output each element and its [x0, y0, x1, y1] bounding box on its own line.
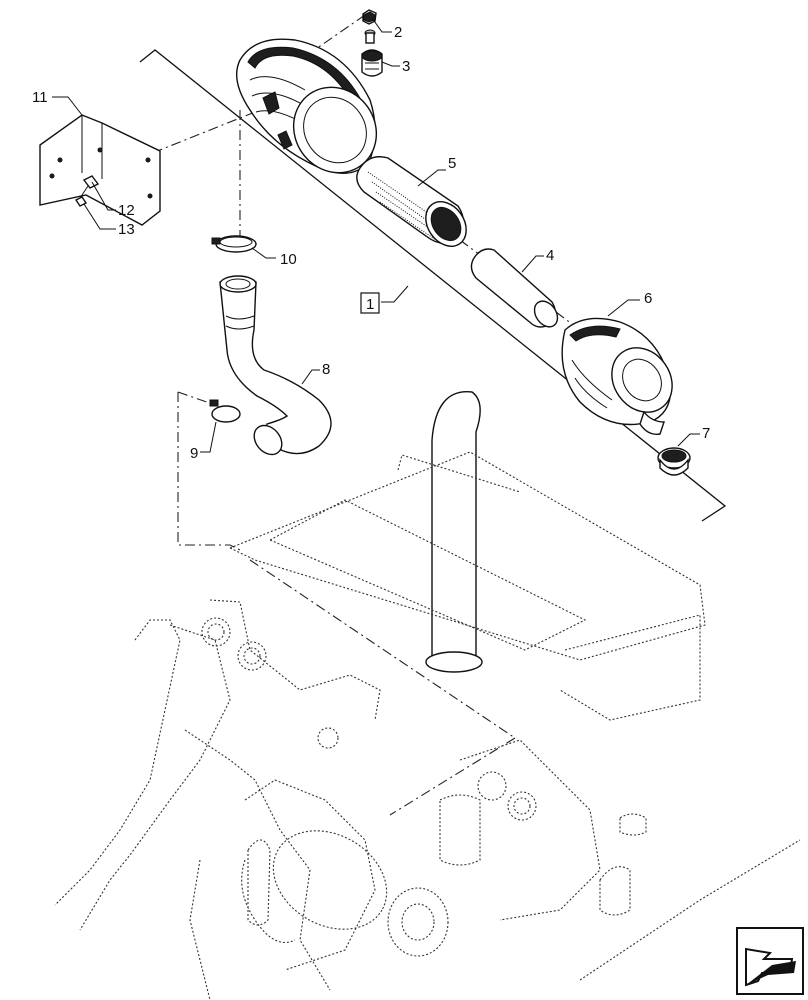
part-7-clamp	[657, 447, 691, 476]
callout-leaders	[52, 17, 700, 453]
callout-12: 12	[118, 202, 135, 219]
callout-4: 4	[546, 247, 554, 264]
callout-1-box	[360, 292, 380, 314]
part-10-clamp	[211, 235, 257, 253]
part-9-clamp	[209, 399, 241, 423]
callout-5: 5	[448, 155, 456, 172]
assembly-bracket-lines	[139, 49, 727, 522]
callout-3: 3	[402, 58, 410, 75]
part-3-valve	[361, 49, 383, 77]
part-6-cover	[561, 317, 673, 435]
air-cleaner-housing-top	[236, 38, 378, 174]
part-4-secondary-filter	[470, 248, 559, 328]
callout-labels: 2 3 11 12 13 10 5 4 6 8 9 7 1	[32, 24, 710, 462]
callout-7: 7	[702, 425, 710, 442]
arrow-navigation-icon[interactable]	[736, 927, 804, 995]
callout-2: 2	[394, 24, 402, 41]
chassis-outline	[54, 451, 801, 1000]
callout-1: 1	[366, 296, 374, 313]
part-11-bracket	[39, 114, 161, 226]
callout-13: 13	[118, 221, 135, 238]
callout-6: 6	[644, 290, 652, 307]
callout-11: 11	[32, 89, 48, 106]
callout-10: 10	[280, 251, 297, 268]
part-12-13-bolts	[74, 175, 100, 207]
part-8-hose	[219, 275, 332, 456]
part-2-fitting	[362, 9, 377, 44]
part-5-primary-filter	[356, 156, 467, 247]
callout-9: 9	[190, 445, 198, 462]
exhaust-stack	[425, 391, 483, 673]
callout-8: 8	[322, 361, 330, 378]
